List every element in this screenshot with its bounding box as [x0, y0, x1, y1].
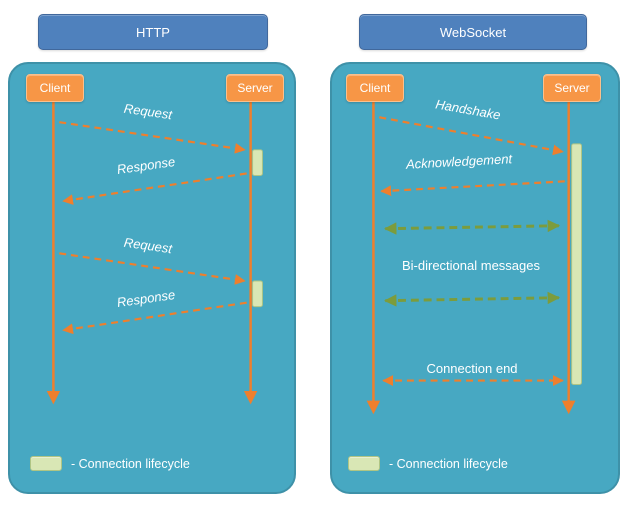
websocket-bidirectional-arrow-2 [384, 291, 561, 307]
http-activation-bar-2 [252, 280, 263, 308]
http-server-box: Server [226, 74, 284, 102]
websocket-client-box: Client [346, 74, 404, 102]
websocket-legend-label: - Connection lifecycle [389, 456, 508, 471]
http-sequence-graphics [46, 100, 263, 405]
http-panel: Request Response Request Response Client… [8, 62, 296, 494]
http-activation-bar-1 [252, 149, 263, 176]
connection-lifecycle-swatch [30, 456, 62, 471]
websocket-sequence-graphics [366, 100, 583, 415]
http-request-1-arrow [59, 121, 246, 154]
http-request-2-arrow [59, 252, 246, 285]
websocket-handshake-arrow [379, 116, 564, 156]
websocket-legend: - Connection lifecycle [348, 456, 508, 471]
websocket-bidirectional-arrow-1 [384, 219, 561, 235]
http-client-box: Client [26, 74, 84, 102]
http-response-2-arrow [62, 301, 247, 335]
http-title-box: HTTP [38, 14, 268, 50]
http-response-1-arrow [62, 172, 247, 205]
connection-lifecycle-swatch [348, 456, 380, 471]
websocket-title: WebSocket [439, 24, 507, 40]
websocket-acknowledgement-arrow [380, 180, 565, 197]
websocket-panel: Handshake Acknowledgement Bi-directional… [330, 62, 620, 494]
websocket-bidirectional-label: Bi-directional messages [401, 258, 541, 273]
websocket-connection-end-label: Connection end [426, 361, 518, 376]
http-legend-label: - Connection lifecycle [71, 456, 190, 471]
websocket-server-box: Server [543, 74, 601, 102]
http-legend: - Connection lifecycle [30, 456, 190, 471]
websocket-activation-bar [571, 143, 583, 386]
websocket-title-box: WebSocket [359, 14, 587, 50]
http-title: HTTP [136, 24, 170, 40]
